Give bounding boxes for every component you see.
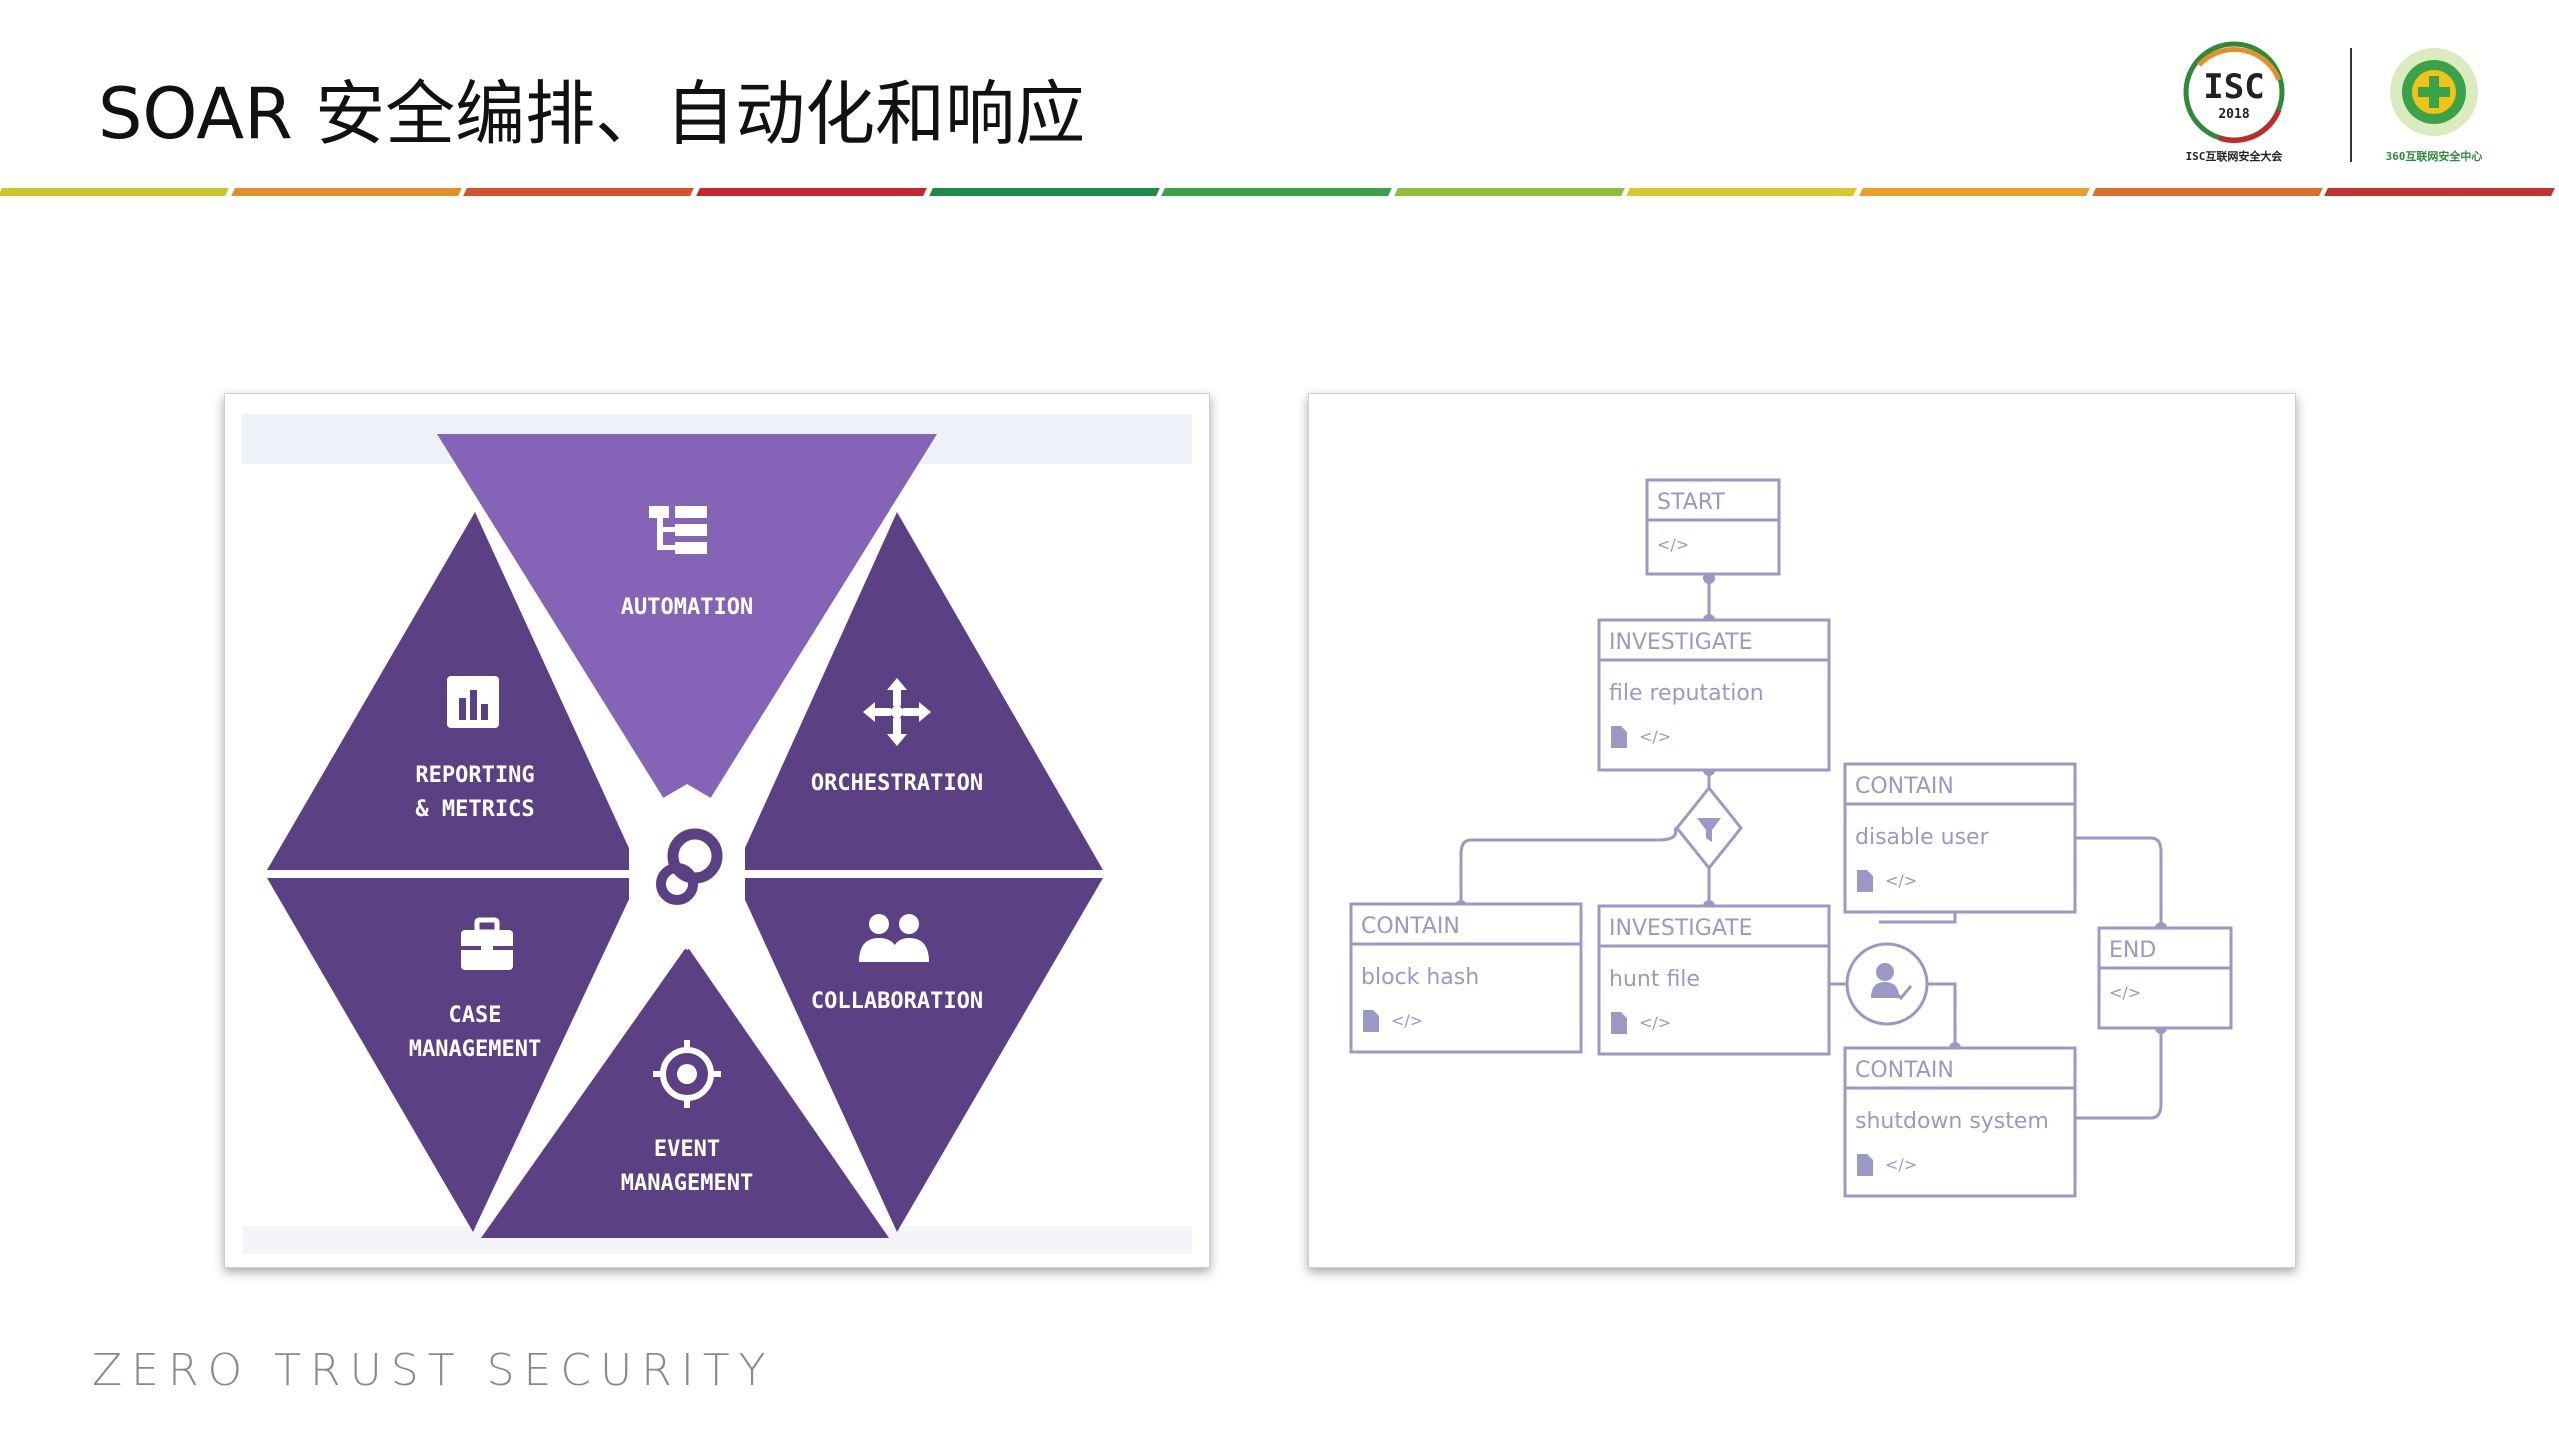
people-icon bbox=[859, 914, 929, 962]
document-icon bbox=[1857, 870, 1873, 892]
code-icon: </> bbox=[1639, 1013, 1671, 1032]
briefcase-icon bbox=[461, 917, 513, 970]
hexagon-panel: AUTOMATION ORCHESTRATION COLLABORATION E… bbox=[224, 393, 1210, 1268]
flow-node-contain2: CONTAIN block hash </> bbox=[1349, 902, 1583, 1054]
rule-segment bbox=[696, 188, 927, 196]
q360-logo: 360互联网安全中心 bbox=[2386, 48, 2483, 163]
q360-caption: 360互联网安全中心 bbox=[2386, 149, 2483, 163]
filter-icon bbox=[1697, 818, 1721, 842]
edge-disable-user-end bbox=[2075, 836, 2163, 928]
isc-caption: ISC互联网安全大会 bbox=[2186, 149, 2284, 163]
rule-segment bbox=[1161, 188, 1392, 196]
label-event-1: EVENT bbox=[654, 1137, 720, 1162]
rule-segment bbox=[2324, 188, 2555, 196]
isc-logo: ISC 2018 ISC互联网安全大会 bbox=[2183, 41, 2285, 163]
flow-node-body: shutdown system bbox=[1855, 1109, 2049, 1134]
flow-node-header: END bbox=[2109, 938, 2156, 963]
document-icon bbox=[1611, 726, 1627, 748]
flow-node-body: hunt file bbox=[1609, 967, 1700, 992]
label-orchestration: ORCHESTRATION bbox=[811, 771, 983, 796]
rule-segment bbox=[230, 188, 462, 196]
rule-segment bbox=[1859, 188, 2090, 196]
flow-node-box bbox=[1843, 1046, 2077, 1198]
rule-segment bbox=[2091, 188, 2323, 196]
segment-case bbox=[267, 878, 639, 1232]
flow-node-investigate1: INVESTIGATE file reputation </> bbox=[1597, 618, 1831, 772]
tree-icon bbox=[649, 506, 707, 554]
flow-node-contain3: CONTAIN shutdown system </> bbox=[1843, 1046, 2077, 1198]
edge-shutdown-end bbox=[2075, 1028, 2163, 1120]
document-icon bbox=[1857, 1154, 1873, 1176]
logos: ISC 2018 ISC互联网安全大会 360互联网安全中心 bbox=[2183, 41, 2483, 163]
code-icon: </> bbox=[1885, 1155, 1917, 1174]
footer-text: ZERO TRUST SECURITY bbox=[92, 1345, 775, 1396]
flow-node-contain1: CONTAIN disable user </> bbox=[1843, 762, 2077, 914]
user-check-icon bbox=[1871, 963, 1913, 1001]
rule-segment bbox=[1626, 188, 1857, 196]
flow-node-box bbox=[1597, 904, 1831, 1056]
code-icon: </> bbox=[1639, 727, 1671, 746]
rule-segment bbox=[1393, 188, 1625, 196]
code-icon: </> bbox=[1885, 871, 1917, 890]
flow-node-start: START </> bbox=[1645, 478, 1781, 576]
label-event-2: MANAGEMENT bbox=[621, 1171, 753, 1196]
decision-node bbox=[1675, 785, 1743, 871]
arrows-icon bbox=[863, 678, 931, 746]
flow-node-header: CONTAIN bbox=[1855, 774, 1954, 799]
flow-node-header: INVESTIGATE bbox=[1609, 916, 1753, 941]
label-collaboration: COLLABORATION bbox=[811, 989, 983, 1014]
flow-node-end: END </> bbox=[2097, 926, 2233, 1030]
document-icon bbox=[1363, 1010, 1379, 1032]
edge-decision-block-hash bbox=[1459, 826, 1687, 904]
isc-year-text: 2018 bbox=[2218, 107, 2249, 122]
code-icon: </> bbox=[2109, 983, 2141, 1002]
flow-node-header: CONTAIN bbox=[1855, 1058, 1954, 1083]
segment-collaboration bbox=[735, 878, 1103, 1232]
flow-node-header: START bbox=[1657, 490, 1725, 515]
code-icon: </> bbox=[1391, 1011, 1423, 1030]
label-automation: AUTOMATION bbox=[621, 595, 753, 620]
document-icon bbox=[1611, 1012, 1627, 1034]
flow-node-box bbox=[1349, 902, 1583, 1054]
rule-segment bbox=[0, 188, 229, 196]
label-case-2: MANAGEMENT bbox=[409, 1037, 541, 1062]
label-reporting-2: & METRICS bbox=[415, 797, 534, 822]
flow-node-body: disable user bbox=[1855, 825, 1990, 850]
logo-p-icon bbox=[656, 828, 723, 905]
label-reporting-1: REPORTING bbox=[415, 763, 534, 788]
segment-automation bbox=[437, 434, 937, 836]
flow-node-header: INVESTIGATE bbox=[1609, 630, 1753, 655]
flow-node-box bbox=[2097, 926, 2233, 1030]
approval-node bbox=[1845, 942, 1929, 1026]
label-case-1: CASE bbox=[449, 1003, 502, 1028]
flow-node-investigate2: INVESTIGATE hunt file </> bbox=[1597, 904, 1831, 1056]
bar-chart-icon bbox=[447, 676, 499, 728]
flow-node-box bbox=[1645, 478, 1781, 576]
flow-node-box bbox=[1843, 762, 2077, 914]
rule-segment bbox=[928, 188, 1160, 196]
flow-node-box bbox=[1597, 618, 1831, 772]
segment-orchestration bbox=[735, 512, 1103, 870]
title-rule bbox=[0, 188, 2559, 196]
flow-node-body: file reputation bbox=[1609, 681, 1764, 706]
segment-event bbox=[481, 946, 889, 1238]
rule-segment bbox=[463, 188, 694, 196]
code-icon: </> bbox=[1657, 535, 1689, 554]
target-icon bbox=[653, 1040, 721, 1108]
isc-badge-text: ISC bbox=[2203, 67, 2264, 107]
flow-node-header: CONTAIN bbox=[1361, 914, 1460, 939]
page-title: SOAR 安全编排、自动化和响应 bbox=[98, 73, 1086, 155]
hexagon-diagram: AUTOMATION ORCHESTRATION COLLABORATION E… bbox=[242, 414, 1192, 1254]
flow-node-body: block hash bbox=[1361, 965, 1479, 990]
